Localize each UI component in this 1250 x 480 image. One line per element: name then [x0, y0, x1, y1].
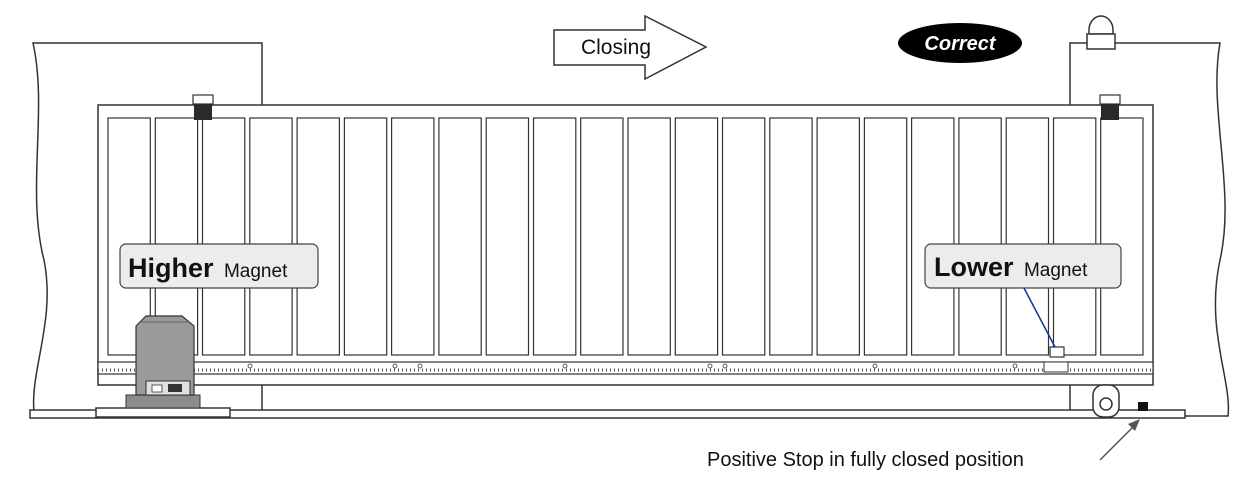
svg-text:Higher Magnet: Higher Magnet	[128, 253, 288, 283]
gate-panel	[532, 117, 577, 356]
direction-label: Closing	[581, 36, 651, 59]
gate-panel	[863, 117, 908, 356]
lower-magnet-callout	[924, 243, 1122, 289]
gate-panel	[958, 117, 1002, 356]
lower-magnet-normal: Magnet	[1024, 260, 1088, 281]
magnet-icon	[1099, 94, 1121, 120]
gate-panel	[674, 117, 719, 356]
gate-panel	[1005, 117, 1050, 356]
gate-panel	[721, 117, 766, 356]
lower-magnet-bold: Lower	[934, 252, 1014, 282]
higher-magnet-callout	[119, 243, 319, 289]
gate-panel	[580, 117, 624, 356]
rack-bolt	[247, 363, 253, 369]
rack-bolt	[1012, 363, 1018, 369]
gate-panel	[816, 117, 860, 356]
rack-bolt	[392, 363, 398, 369]
gate-panel	[391, 117, 435, 356]
magnet-icon	[192, 94, 214, 120]
rack-bolt	[872, 363, 878, 369]
warning-light-icon	[1086, 15, 1116, 50]
gate-panel	[1052, 117, 1097, 356]
gate-panel	[107, 117, 151, 356]
gate-panel	[201, 117, 246, 356]
gate-panel	[1100, 117, 1144, 356]
stop-pointer-arrow	[1099, 419, 1140, 461]
gate-panel	[343, 117, 388, 356]
status-badge	[898, 23, 1022, 63]
gate-panel	[296, 117, 341, 356]
gate-panels	[107, 117, 1144, 356]
higher-magnet-bold: Higher	[128, 253, 214, 283]
gate-panel	[249, 117, 293, 356]
gate-panel	[485, 117, 530, 356]
svg-text:Lower Magnet: Lower Magnet	[934, 252, 1088, 282]
gate-panel	[910, 117, 955, 356]
stop-block-icon	[1138, 402, 1148, 411]
gate-panel	[438, 117, 482, 356]
higher-magnet-normal: Magnet	[224, 261, 288, 282]
positive-stop-caption: Positive Stop in fully closed position	[707, 449, 1024, 471]
ground-track	[29, 409, 1186, 419]
gate-panel	[627, 117, 671, 356]
rack-bolt	[417, 363, 423, 369]
rack-bolt	[707, 363, 713, 369]
gear-rack	[97, 361, 1154, 375]
rack-bolt	[562, 363, 568, 369]
wheel-icon	[1092, 384, 1120, 418]
gate-panel	[769, 117, 813, 356]
lower-magnet-pointer	[1023, 287, 1056, 348]
lower-magnet-bracket	[1043, 346, 1069, 373]
closing-arrow-icon	[553, 14, 708, 81]
gate-motor-icon	[95, 315, 231, 418]
rack-bolt	[722, 363, 728, 369]
status-badge-label: Correct	[924, 33, 996, 55]
